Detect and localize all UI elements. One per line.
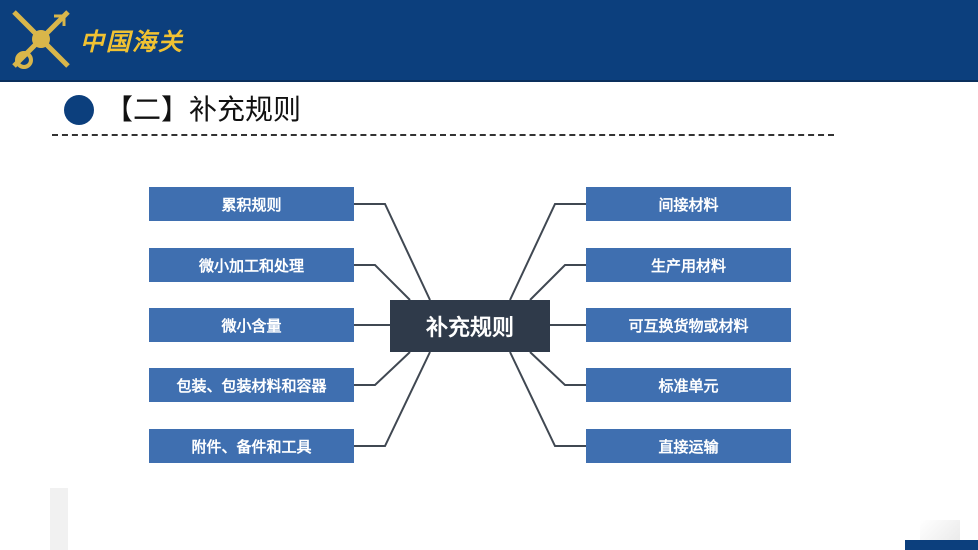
dashed-divider bbox=[52, 134, 834, 136]
header-bar: 中国海关 bbox=[0, 0, 978, 82]
brand-name: 中国海关 bbox=[80, 27, 184, 56]
decorative-footer-bar bbox=[905, 540, 978, 550]
connector-left-5 bbox=[354, 351, 431, 447]
node-left-5: 附件、备件和工具 bbox=[149, 429, 354, 463]
node-right-1: 间接材料 bbox=[586, 187, 791, 221]
node-right-4: 标准单元 bbox=[586, 368, 791, 402]
section-title: 【二】补充规则 bbox=[105, 93, 302, 126]
node-left-4: 包装、包装材料和容器 bbox=[149, 368, 354, 402]
section-bullet-icon bbox=[64, 95, 94, 125]
center-node: 补充规则 bbox=[390, 300, 550, 352]
connector-right-4 bbox=[529, 351, 586, 386]
connector-right-2 bbox=[529, 264, 586, 301]
node-right-3: 可互换货物或材料 bbox=[586, 308, 791, 342]
decorative-shape bbox=[920, 520, 960, 542]
node-right-5: 直接运输 bbox=[586, 429, 791, 463]
customs-emblem-icon bbox=[12, 10, 70, 69]
connector-right-5 bbox=[509, 351, 586, 447]
connector-right-1 bbox=[509, 203, 586, 301]
node-left-2: 微小加工和处理 bbox=[149, 248, 354, 282]
connector-left-4 bbox=[354, 351, 411, 386]
connector-left-1 bbox=[354, 203, 431, 301]
connector-left-2 bbox=[354, 264, 411, 301]
node-right-2: 生产用材料 bbox=[586, 248, 791, 282]
decorative-bar bbox=[50, 488, 68, 550]
node-left-1: 累积规则 bbox=[149, 187, 354, 221]
node-left-3: 微小含量 bbox=[149, 308, 354, 342]
